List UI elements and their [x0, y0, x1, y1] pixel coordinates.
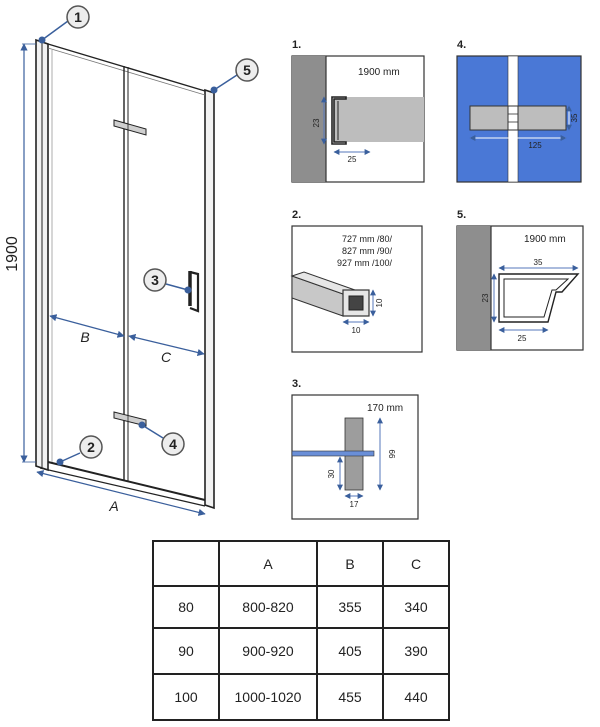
detail-2-line-3: 927 mm /100/: [337, 258, 393, 268]
table-cell: 390: [382, 627, 450, 675]
detail-3-length: 170 mm: [367, 403, 403, 414]
detail-3: 3. 170 mm 66 30 17: [291, 378, 419, 520]
table-cell: 800-820: [218, 585, 318, 629]
detail-3-dim-17: 17: [350, 500, 359, 509]
detail-5-dim-35: 35: [534, 258, 543, 267]
table-cell: 1000-1020: [218, 673, 318, 721]
detail-1-number: 1.: [292, 39, 301, 51]
detail-2-dim-b: 10: [352, 326, 361, 335]
detail-1-length: 1900 mm: [358, 67, 400, 78]
detail-3-number: 3.: [292, 378, 301, 390]
callout-2-number: 2: [87, 439, 95, 455]
table-header-cell: A: [218, 540, 318, 587]
detail-2: 2. 727 mm /80/ 827 mm /90/ 927 mm /100/ …: [290, 209, 423, 353]
width-a-dimension-line: [36, 470, 206, 516]
detail-2-number: 2.: [292, 209, 301, 221]
table-cell: 355: [316, 585, 384, 629]
detail-4-dim-35: 35: [570, 113, 579, 122]
detail-5: 5. 1900 mm 35 23 25: [456, 209, 584, 351]
callout-5-circle: [235, 58, 259, 82]
detail-5-number: 5.: [457, 209, 466, 221]
detail-5-dim-25: 25: [518, 334, 527, 343]
table-header-cell: C: [382, 540, 450, 587]
callout-4-circle: [161, 432, 185, 456]
table-header-row: A B C: [152, 540, 450, 587]
table-cell: 80: [152, 585, 220, 629]
detail-3-dim-66: 66: [387, 450, 396, 459]
table-cell: 900-920: [218, 627, 318, 675]
table-cell: 340: [382, 585, 450, 629]
height-label: 1900: [4, 236, 21, 272]
detail-4-dim-125: 125: [528, 141, 542, 150]
table-row: 90 900-920 405 390: [152, 627, 450, 675]
detail-1-width: 25: [348, 155, 357, 164]
table-header-cell: B: [316, 540, 384, 587]
detail-1-height: 23: [312, 118, 321, 127]
detail-2-dim-a: 10: [375, 298, 384, 307]
detail-5-dim-23: 23: [481, 293, 490, 302]
width-c-label: C: [161, 349, 172, 365]
table-cell: 90: [152, 627, 220, 675]
detail-2-line-1: 727 mm /80/: [342, 234, 393, 244]
callout-1-circle: [66, 5, 90, 29]
callout-1-number: 1: [74, 9, 82, 25]
detail-2-line-2: 827 mm /90/: [342, 246, 393, 256]
hinge-bottom: [113, 411, 147, 427]
width-b-label: B: [80, 329, 89, 345]
table-header-cell: [152, 540, 220, 587]
callout-4-number: 4: [169, 436, 177, 452]
hinge-top: [113, 119, 147, 136]
callout-3-number: 3: [151, 272, 159, 288]
table-row: 100 1000-1020 455 440: [152, 673, 450, 721]
callout-5-number: 5: [243, 62, 251, 78]
width-a-label: A: [108, 498, 118, 514]
detail-4-number: 4.: [457, 39, 466, 51]
callout-3-circle: [143, 268, 167, 292]
door-top-edge: [47, 43, 206, 92]
detail-5-length: 1900 mm: [524, 234, 566, 245]
table-cell: 100: [152, 673, 220, 721]
width-c-dimension-line: [128, 334, 205, 356]
detail-3-dim-30: 30: [327, 469, 336, 478]
door-main-view: 1900 A B C 1 5 3 4 2: [4, 5, 259, 516]
table-cell: 405: [316, 627, 384, 675]
right-profile: [204, 88, 215, 510]
width-b-dimension-line: [49, 314, 125, 338]
table-cell: 455: [316, 673, 384, 721]
callout-2-circle: [79, 435, 103, 459]
table-row: 80 800-820 355 340: [152, 585, 450, 629]
size-table: A B C 80 800-820 355 340 90 900-920 405 …: [152, 540, 450, 721]
detail-1: 1. 1900 mm 23 25: [291, 39, 425, 183]
detail-4: 4. 35 125: [456, 39, 582, 183]
table-cell: 440: [382, 673, 450, 721]
